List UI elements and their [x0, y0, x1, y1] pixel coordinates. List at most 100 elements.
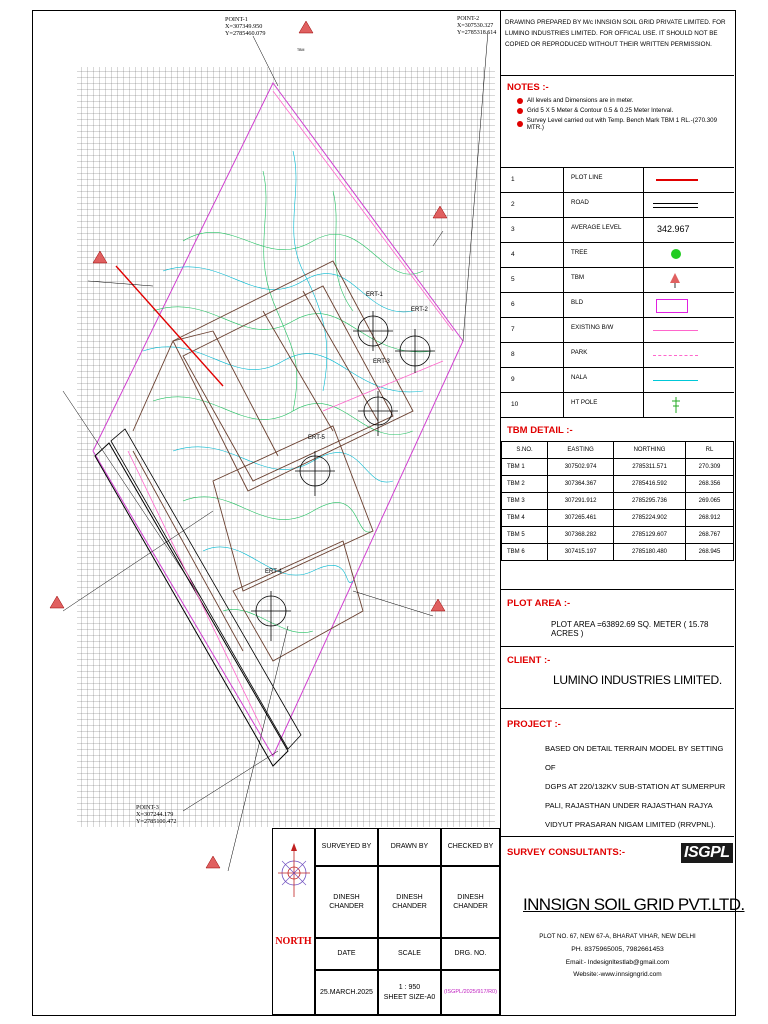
- internal-layout: [132, 260, 414, 662]
- drawing-sheet-border: [32, 10, 736, 1016]
- bullet-icon: [517, 107, 523, 114]
- point-x: X=307530.327: [457, 23, 494, 29]
- tbm-detail-title: TBM DETAIL :-: [507, 425, 573, 436]
- tbm-icon: [205, 855, 221, 869]
- checked-by-value: DINESH CHANDER: [441, 866, 500, 938]
- point-3-label: POINT-3 X=307244.179 Y=2785100.472: [136, 804, 176, 825]
- client-name: LUMINO INDUSTRIES LIMITED.: [553, 673, 722, 687]
- point-1-label: POINT-1 X=307349.950 Y=2785460.079: [225, 16, 265, 37]
- tbm-icon: [430, 598, 446, 612]
- plot-line-symbol: [656, 179, 698, 181]
- client-section: CLIENT :- LUMINO INDUSTRIES LIMITED.: [501, 647, 734, 709]
- company-name: INNSIGN SOIL GRID PVT.LTD.: [523, 895, 745, 914]
- project-line: DGPS AT 220/132KV SUB-STATION AT SUMERPU…: [545, 782, 726, 791]
- existing-boundary-walls: [127, 90, 454, 732]
- point-y: Y=2785100.472: [136, 818, 177, 825]
- consultant-title: SURVEY CONSULTANTS:-: [507, 847, 626, 858]
- ert-label: ERT-4: [265, 569, 283, 575]
- tbm-header: EASTING: [547, 441, 615, 459]
- park-symbol: [653, 355, 698, 357]
- north-arrow-cell: NORTH: [272, 828, 315, 1015]
- north-label: NORTH: [275, 936, 312, 947]
- road: [94, 442, 289, 767]
- consultant-section: SURVEY CONSULTANTS:- ISGPL INNSIGN SOIL …: [501, 837, 745, 1015]
- drawn-by-value: DINESH CHANDER: [378, 866, 441, 938]
- company-phone: PH. 8375965005, 7982661453: [571, 946, 664, 953]
- point-name: POINT-1: [225, 16, 248, 23]
- ert-label: ERT-2: [411, 307, 429, 313]
- point-y: Y=2785460.079: [225, 30, 266, 37]
- surveyed-by-label: SURVEYED BY: [315, 828, 378, 866]
- existing-bw-symbol: [653, 330, 698, 331]
- road-symbol: [653, 203, 698, 208]
- tbm-header: RL: [684, 441, 735, 459]
- point-name: POINT-3: [136, 804, 159, 811]
- title-block: NORTH SURVEYED BY DRAWN BY CHECKED BY DI…: [272, 828, 500, 1015]
- ert-3-marker: [358, 391, 398, 436]
- average-level-value: 342.967: [657, 224, 690, 234]
- note-item: All levels and Dimensions are in meter.: [517, 97, 728, 104]
- copyright-text: DRAWING PREPARED BY M/c INNSIGN SOIL GRI…: [505, 19, 726, 48]
- company-website: Website:-www.innsigngrid.com: [573, 971, 662, 978]
- plot-area-title: PLOT AREA :-: [507, 598, 571, 609]
- tbm-icon: TBM: [297, 20, 314, 52]
- scale-value: 1 : 950: [398, 984, 421, 992]
- ert-1-marker: [353, 311, 393, 351]
- ht-pole-icon: [672, 397, 680, 413]
- company-address: PLOT NO. 67, NEW 67-A, BHARAT VIHAR, NEW…: [539, 933, 696, 940]
- ert-2-marker: [395, 329, 435, 373]
- compass-icon: [277, 843, 310, 897]
- tbm-icon: [432, 205, 448, 219]
- survey-plan-drawing: ERT-1 ERT-2 ERT-3 ERT-5 ERT-4 TBM: [49, 20, 495, 872]
- svg-text:TBM: TBM: [297, 48, 304, 52]
- ert-label: ERT-1: [366, 292, 384, 298]
- project-title: PROJECT :-: [507, 719, 561, 730]
- tbm-icon: [49, 595, 65, 609]
- survey-grid: [77, 67, 495, 827]
- survey-plan: ERT-1 ERT-2 ERT-3 ERT-5 ERT-4 TBM POINT-…: [33, 11, 499, 1015]
- ert-labels: ERT-1 ERT-2 ERT-3 ERT-5 ERT-4: [265, 292, 429, 575]
- ert-5-marker: [295, 451, 335, 496]
- project-line: PALI, RAJASTHAN UNDER RAJASTHAN RAJYA: [545, 801, 713, 810]
- plot-area-value: PLOT AREA =63892.69 SQ. METER ( 15.78 AC…: [551, 620, 709, 638]
- nala-symbol: [653, 380, 698, 381]
- scale-value-cell: 1 : 950 SHEET SIZE-A0: [378, 970, 441, 1015]
- notes-section: NOTES :- All levels and Dimensions are i…: [501, 76, 734, 168]
- tbm-header: S.NO.: [500, 441, 549, 459]
- project-line: VIDYUT PRASARAN NIGAM LIMITED (RRVPNL).: [545, 820, 716, 829]
- drg-no-label: DRG. NO.: [441, 938, 500, 970]
- company-logo: ISGPL: [681, 843, 733, 863]
- checked-by-label: CHECKED BY: [441, 828, 500, 866]
- note-item: Grid 5 X 5 Meter & Contour 0.5 & 0.25 Me…: [517, 107, 728, 114]
- bullet-icon: [517, 97, 523, 104]
- project-section: PROJECT :- BASED ON DETAIL TERRAIN MODEL…: [501, 709, 734, 837]
- sheet-size: SHEET SIZE-A0: [383, 993, 436, 1001]
- tbm-icon: [92, 250, 108, 264]
- bullet-icon: [517, 121, 523, 127]
- date-label: DATE: [315, 938, 378, 970]
- point-x: X=307349.950: [225, 23, 263, 30]
- date-value: 25.MARCH.2025: [315, 970, 378, 1015]
- project-line: BASED ON DETAIL TERRAIN MODEL BY SETTING…: [545, 744, 724, 772]
- tbm-markers: TBM: [49, 20, 448, 869]
- ert-label: ERT-5: [308, 435, 326, 441]
- ert-label: ERT-3: [373, 359, 391, 365]
- note-item: Survey Level carried out with Temp. Benc…: [517, 117, 728, 131]
- red-plot-line: [115, 265, 224, 387]
- project-description: BASED ON DETAIL TERRAIN MODEL BY SETTING…: [545, 739, 734, 834]
